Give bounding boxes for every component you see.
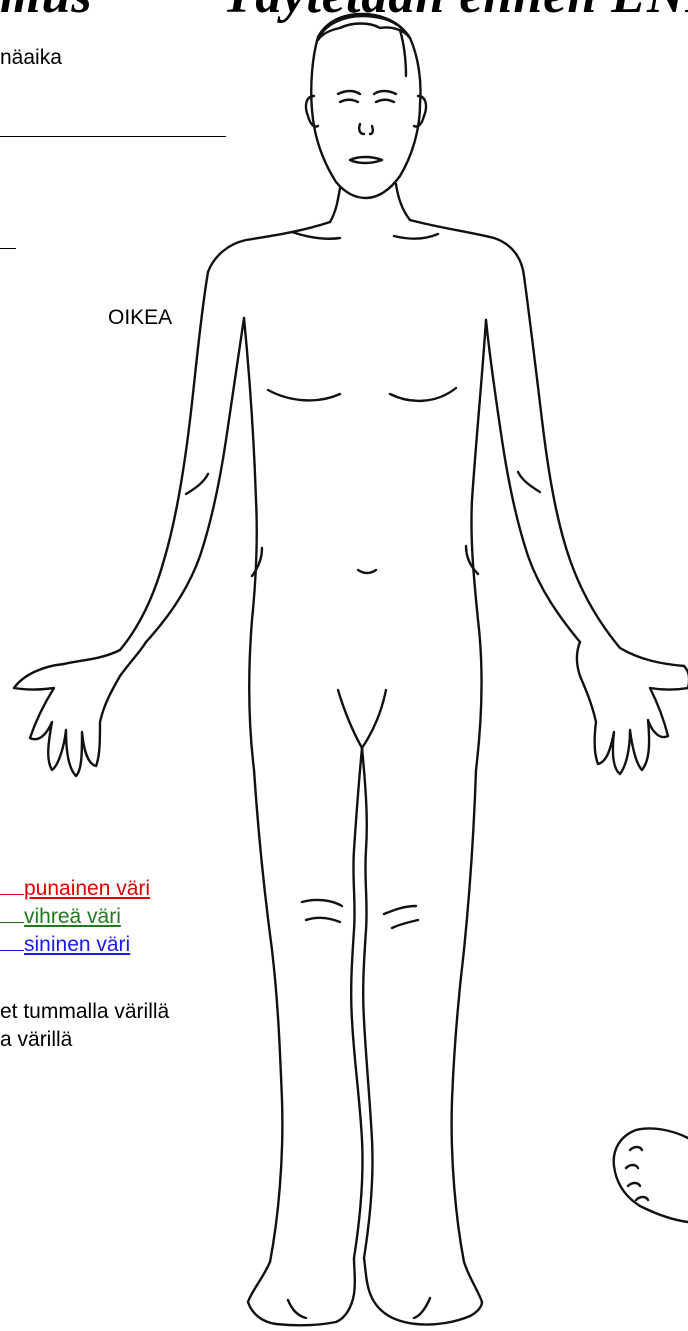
knee-left xyxy=(302,900,342,922)
legend-red: punainen väri xyxy=(0,876,150,901)
chest-right xyxy=(390,388,456,401)
shoulder-left xyxy=(208,222,330,272)
side-label-right: OIKEA xyxy=(108,306,172,330)
arm-right-inner xyxy=(486,320,580,642)
mouth xyxy=(350,157,382,163)
leg-left-outer xyxy=(248,770,282,1302)
groin xyxy=(338,690,386,748)
navel xyxy=(358,570,376,573)
legend-blue-label: sininen väri xyxy=(24,933,130,956)
legend-red-label: punainen väri xyxy=(24,877,150,900)
note-line-1: et tummalla värillä xyxy=(0,1000,169,1024)
chest-left xyxy=(268,390,340,400)
eye-left xyxy=(340,100,358,102)
note-line-2: a värillä xyxy=(0,1028,72,1052)
torso-right xyxy=(471,320,486,770)
neck-left xyxy=(330,188,340,222)
head-outline xyxy=(311,14,420,198)
foot-side-view xyxy=(614,1128,688,1222)
leg-right-outer xyxy=(452,770,482,1302)
legend-green: vihreä väri xyxy=(0,904,121,929)
foot-right xyxy=(364,1258,482,1325)
shoulder-right xyxy=(410,220,524,276)
arm-left-outer xyxy=(64,272,208,664)
torso-left xyxy=(244,318,257,770)
hand-right xyxy=(577,642,688,774)
knee-right xyxy=(384,906,418,928)
eye-right xyxy=(376,100,394,102)
legend-blue: sininen väri xyxy=(0,932,130,957)
hair-outline xyxy=(318,16,410,40)
leg-left-inner xyxy=(351,748,362,1258)
eyebrow-right xyxy=(374,91,396,94)
leg-right-inner xyxy=(362,748,373,1258)
neck-right xyxy=(396,184,410,220)
legend-green-label: vihreä väri xyxy=(24,905,121,928)
nose xyxy=(359,124,373,134)
arm-right-outer xyxy=(524,276,684,666)
eyebrow-left xyxy=(338,91,360,94)
